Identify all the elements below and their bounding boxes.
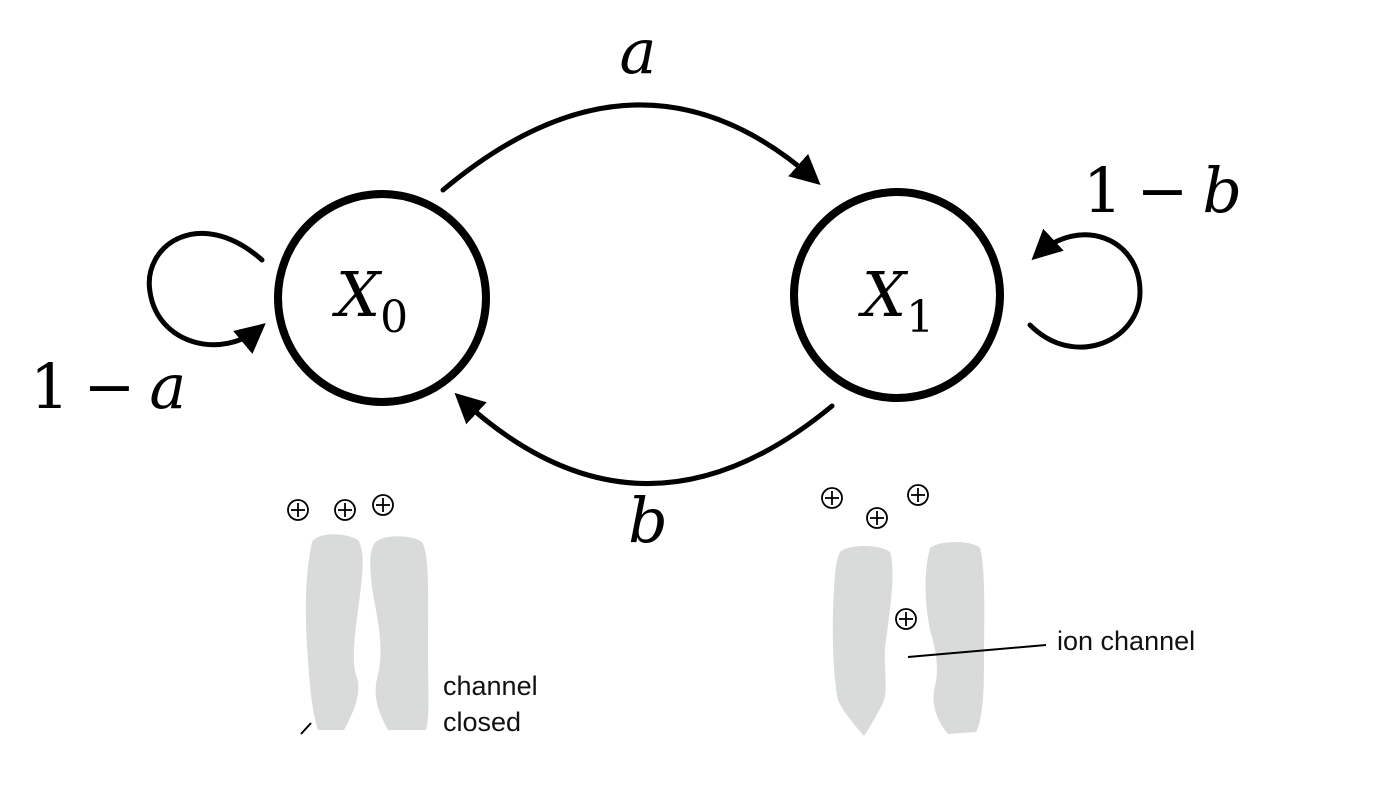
closed-channel-left-subunit: [305, 534, 363, 730]
closed-channel-right-subunit: [370, 536, 429, 730]
open-channel-left-subunit: [832, 546, 893, 736]
closed-channel-label-line2: closed: [443, 707, 521, 737]
edge-x0-to-x1: [440, 102, 821, 193]
closed-channel-label-line1: channel: [443, 671, 538, 701]
self-loop-label-x0: 1−a: [30, 350, 186, 423]
self-loop-x0: [146, 230, 266, 354]
self-loop-label-x1: 1−b: [1083, 154, 1242, 227]
ion-channel-pointer-line: [907, 644, 1047, 658]
ion-icon: [907, 484, 929, 506]
state-node-x0: [274, 190, 490, 406]
ion-icon: [334, 499, 356, 521]
ion-icon: [866, 507, 888, 529]
closed-channel-illustration: channel closed: [287, 494, 538, 737]
ion-icon: [287, 499, 309, 521]
ion-channel-label: ion channel: [1057, 626, 1195, 656]
state-label-x0: X0: [332, 258, 408, 343]
state-label-x1: X1: [858, 258, 934, 343]
self-loop-x1: [1027, 228, 1143, 350]
ion-icon: [372, 494, 394, 516]
open-channel-illustration: ion channel: [821, 484, 1195, 736]
edge-x1-to-x0: [454, 392, 835, 486]
transition-label-b: b: [628, 484, 668, 557]
transition-label-a: a: [620, 15, 657, 88]
state-node-x1: [790, 188, 1004, 402]
ion-icon: [895, 608, 917, 630]
open-channel-right-subunit: [925, 542, 985, 734]
closed-channel-pointer-line: [300, 722, 312, 735]
ion-icon: [821, 487, 843, 509]
